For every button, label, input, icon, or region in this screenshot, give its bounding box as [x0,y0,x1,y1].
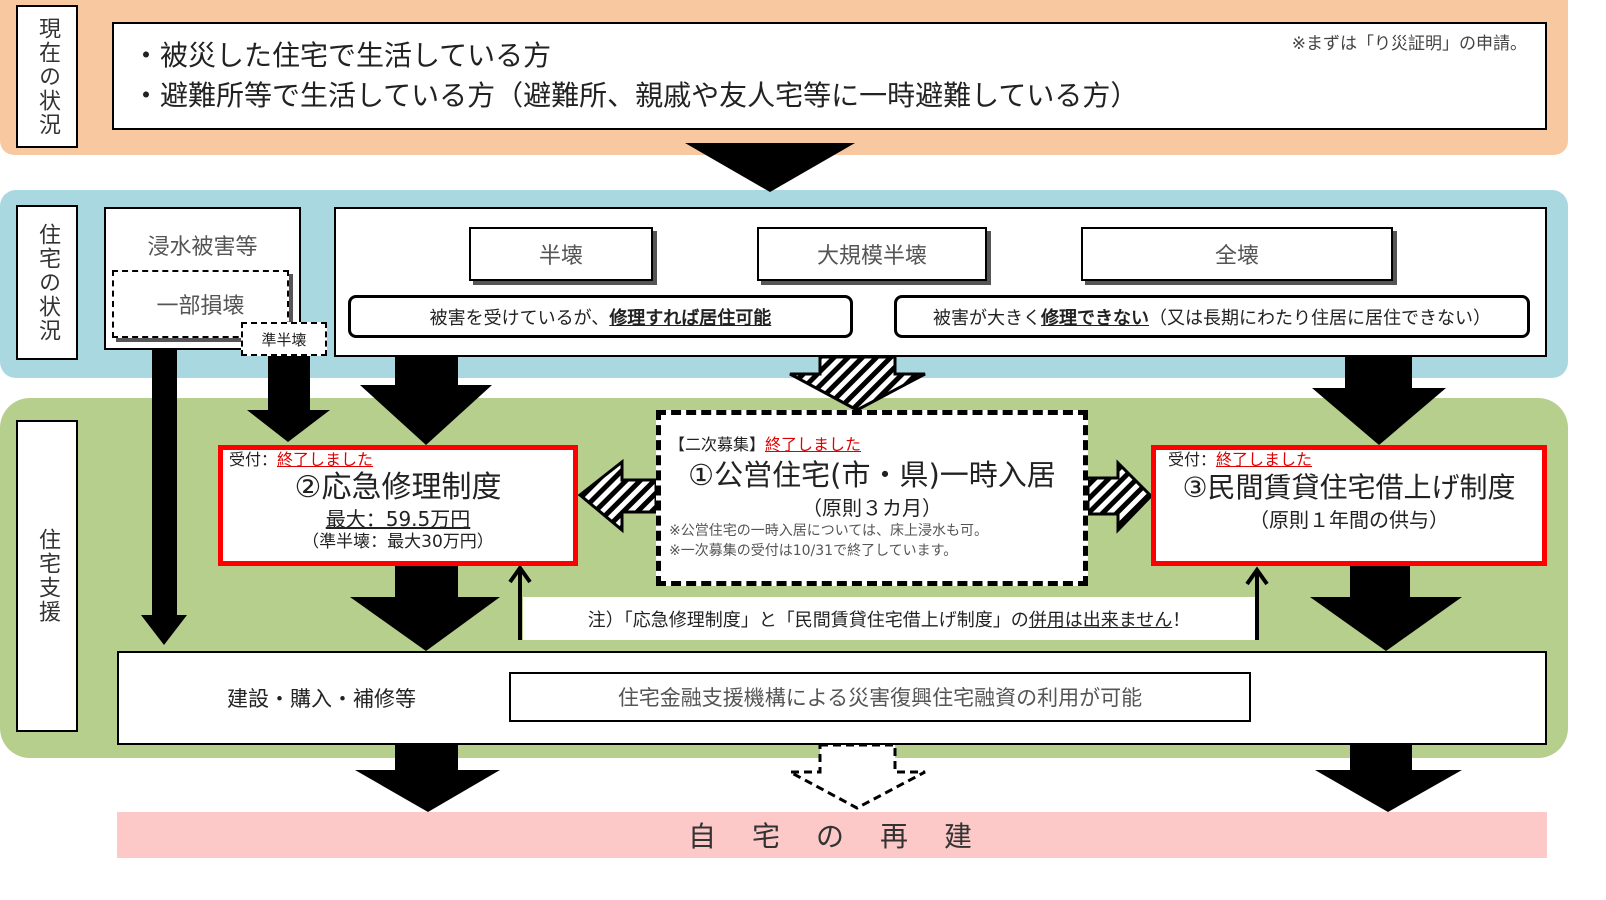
caution-note: 注）「応急修理制度」と「民間賃貸住宅借上げ制度」の併用は出来ません！ [523,597,1255,640]
situation-line-1: ・被災した住宅で生活している方 [132,39,552,72]
unrepairable-prefix: 被害が大きく [933,307,1041,329]
arrow-down-bottom-left [355,745,500,812]
disaster-certificate-note: ※まずは「り災証明」の申請。 [1291,34,1527,54]
loan-box: 住宅金融支援機構による災害復興住宅融資の利用が可能 [509,672,1251,722]
emergency-repair-semi: （準半壊：最大30万円） [302,532,494,552]
situation-line-2: ・避難所等で生活している方（避難所、親戚や友人宅等に一時避難している方） [132,79,1139,112]
reception-status: 終了しました [277,450,374,469]
repairable-note: 被害を受けているが、修理すれば居住可能 [348,295,853,338]
arrow-down-semi-half [247,356,330,442]
emergency-repair-box: 受付：終了しました ②応急修理制度 最大：59.5万円 （準半壊：最大30万円） [218,445,578,566]
reception-label: 受付： [229,450,278,469]
semi-half-damage-tag: 準半壊 [241,322,327,356]
arrow-down-repairable [360,338,492,445]
unrepairable-note: 被害が大きく修理できない（又は長期にわたり住居に居住できない） [894,295,1530,338]
caution-suffix: ！ [1172,609,1191,631]
arrow-right-hatched [1086,459,1154,534]
unrepairable-strong: 修理できない [1041,307,1149,329]
current-situation-box: ・被災した住宅で生活している方 ・避難所等で生活している方（避難所、親戚や友人宅… [112,22,1547,130]
public-housing-period: （原則３カ月） [802,496,942,520]
home-rebuild-label: 自 宅 の 再 建 [687,820,976,853]
construction-label: 建設・購入・補修等 [227,687,416,711]
arrow-down-bottom-center [789,743,926,810]
public-status: 終了しました [765,435,862,454]
arrow-down-top [685,143,855,192]
reception-label: 受付： [1168,450,1217,469]
flood-damage-label: 浸水被害等 [147,235,258,260]
emergency-repair-title: ②応急修理制度 [294,470,502,505]
current-situation-label: 現在の状況 [16,5,78,148]
housing-support-label: 住宅支援 [16,420,78,732]
caution-emphasis: 併用は出来ません [1028,609,1173,631]
arrow-down-unrepairable [1312,338,1446,445]
large-scale-half-destroyed-box: 大規模半壊 [757,227,987,281]
private-rental-period: （原則１年間の供与） [1249,508,1449,532]
private-rental-box: 受付：終了しました ③民間賃貸住宅借上げ制度 （原則１年間の供与） [1151,445,1547,566]
public-housing-note-1: ※公営住宅の一時入居については、床上浸水も可。 [669,523,989,539]
public-housing-box: 【二次募集】終了しました ①公営住宅(市・県)一時入居 （原則３カ月） ※公営住… [656,410,1088,586]
public-housing-title: ①公営住宅(市・県)一時入居 [688,458,1056,492]
result-bar [117,812,1547,858]
repairable-prefix: 被害を受けているが、 [429,307,610,329]
caution-prefix: 注）「応急修理制度」と「民間賃貸住宅借上げ制度」の [587,609,1029,631]
arrow-down-hatched [789,355,926,412]
emergency-repair-max: 最大：59.5万円 [325,507,471,531]
arrow-left-hatched [577,458,658,534]
arrow-down-emergency [350,566,500,651]
fully-destroyed-box: 全壊 [1081,227,1393,281]
public-housing-note-2: ※一次募集の受付は10/31で終了しています。 [669,543,958,559]
housing-situation-label: 住宅の状況 [16,205,78,360]
construction-box: 建設・購入・補修等 [117,651,1547,745]
repairable-strong: 修理すれば居住可能 [609,307,772,329]
arrow-down-thin [141,340,187,645]
reception-status: 終了しました [1216,450,1313,469]
private-rental-title: ③民間賃貸住宅借上げ制度 [1182,471,1516,504]
arrow-down-bottom-right [1315,745,1462,812]
half-destroyed-box: 半壊 [469,227,653,281]
unrepairable-suffix: （又は長期にわたり住居に居住できない） [1149,307,1491,329]
arrow-down-private [1310,566,1462,651]
round-label: 【二次募集】 [669,435,766,454]
